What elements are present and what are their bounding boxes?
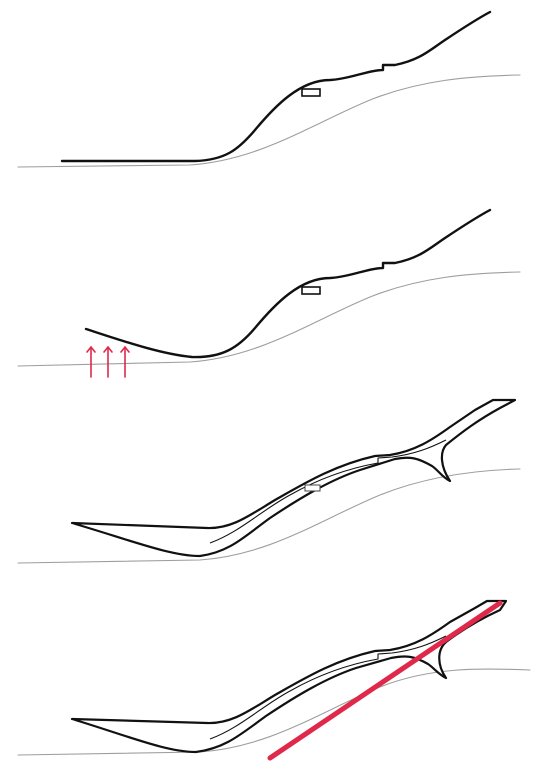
lift-arrow bbox=[87, 347, 95, 377]
panel-stage-3 bbox=[18, 400, 520, 563]
ground-line bbox=[18, 272, 520, 366]
folded-form bbox=[72, 400, 515, 556]
lift-arrow bbox=[104, 347, 112, 377]
marker bbox=[305, 485, 320, 491]
lift-arrows bbox=[87, 347, 129, 377]
marker bbox=[302, 287, 320, 294]
lift-arrow bbox=[121, 347, 129, 377]
panel-stage-4 bbox=[18, 601, 530, 758]
marker bbox=[302, 89, 320, 96]
ground-line bbox=[18, 75, 520, 167]
panel-stage-1 bbox=[18, 12, 520, 167]
terrain-line bbox=[62, 12, 490, 161]
panel-stage-2 bbox=[18, 210, 520, 377]
